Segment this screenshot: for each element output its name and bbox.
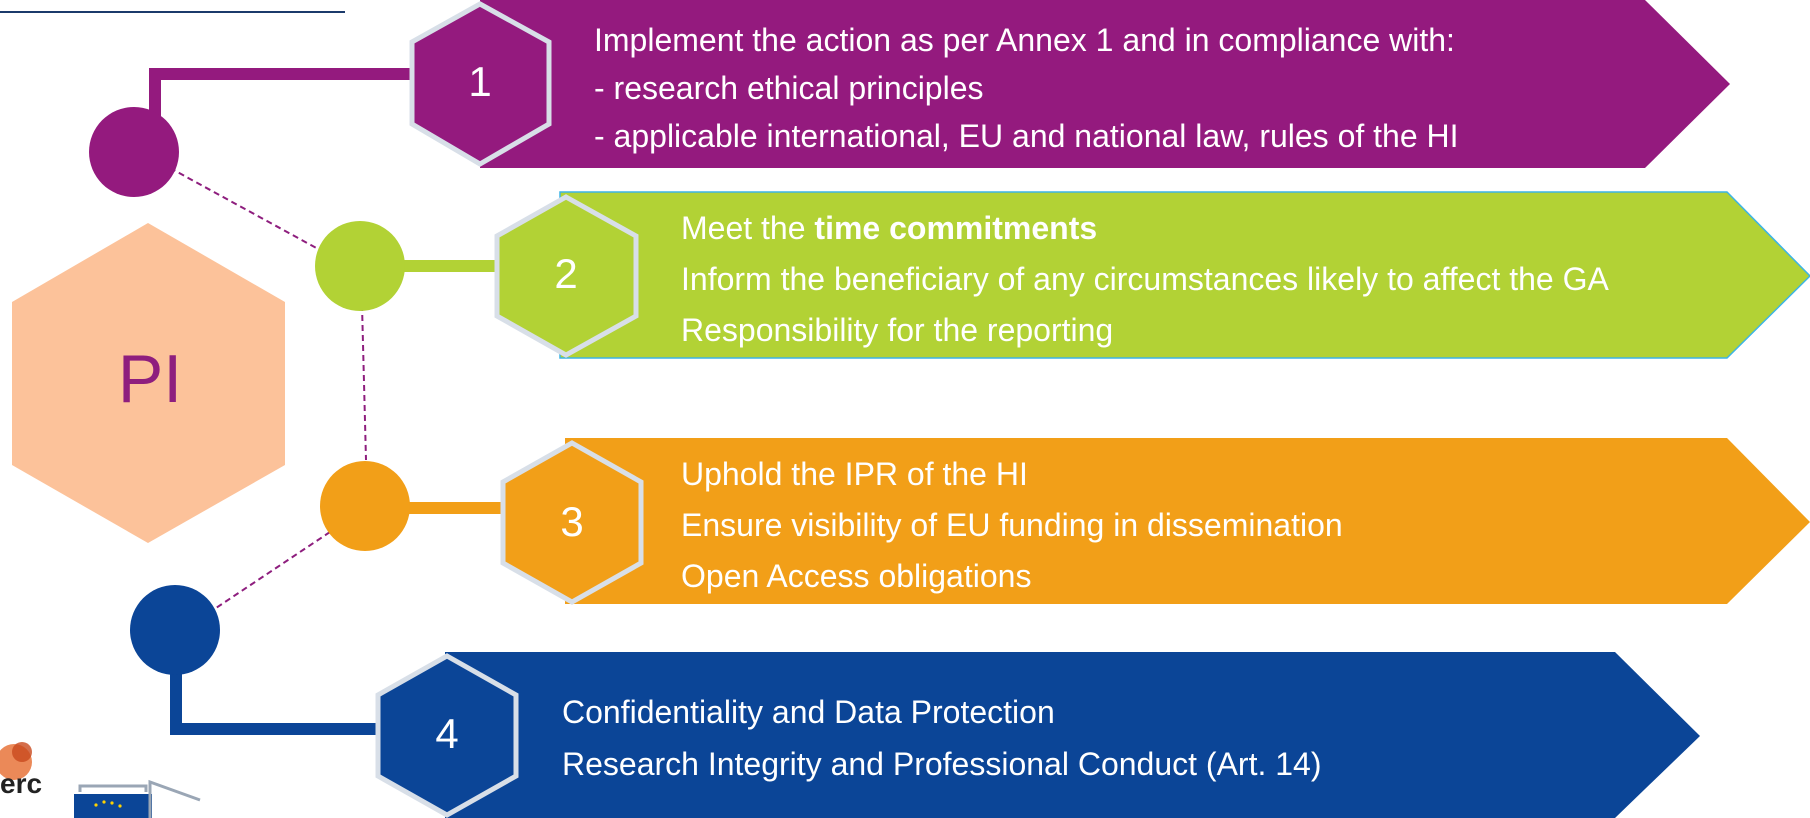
step-3-line-3: Open Access obligations	[681, 558, 1032, 594]
dashed-connector-2-3	[361, 304, 367, 461]
step-1-line-2: - research ethical principles	[594, 70, 984, 106]
step-3-circle	[320, 461, 410, 551]
step-2-line-1-prefix: Meet the	[681, 210, 815, 246]
step-1-arrow-band	[480, 0, 1730, 168]
step-4-arrow-band	[445, 652, 1700, 818]
step-2-hexagon	[494, 194, 639, 358]
dashed-connector-3-4	[209, 531, 331, 613]
step-2-line-2: Inform the beneficiary of any circumstan…	[681, 261, 1609, 297]
step-4-elbow-connector	[170, 670, 385, 735]
step-1-line-1: Implement the action as per Annex 1 and …	[594, 22, 1455, 58]
step-3-line-1: Uphold the IPR of the HI	[681, 456, 1028, 492]
european-commission-logo-icon	[74, 779, 201, 818]
step-1-line-3: - applicable international, EU and natio…	[594, 118, 1459, 154]
pi-label: PI	[117, 341, 183, 417]
step-1-number: 1	[468, 58, 492, 105]
pi-hexagon	[12, 223, 285, 543]
step-1-hexagon	[409, 1, 552, 167]
erc-logo-text: erc	[0, 768, 43, 799]
step-3-number: 3	[560, 498, 584, 545]
step-2-circle	[315, 221, 405, 311]
step-2-line-1-bold: time commitments	[814, 210, 1098, 246]
step-3-hexagon	[500, 440, 644, 605]
step-4-line-1: Confidentiality and Data Protection	[562, 694, 1055, 730]
step-3-line-2: Ensure visibility of EU funding in disse…	[681, 507, 1343, 543]
step-4-circle	[130, 585, 220, 675]
dashed-connector-1-2	[169, 167, 321, 251]
step-2-line-1: Meet the time commitments	[681, 204, 1097, 252]
step-2-line-3: Responsibility for the reporting	[681, 312, 1114, 348]
erc-logo-icon	[0, 742, 32, 780]
step-1-circle	[89, 107, 179, 197]
step-4-line-2: Research Integrity and Professional Cond…	[562, 746, 1322, 782]
step-2-number: 2	[554, 250, 578, 297]
step-4-number: 4	[435, 710, 459, 757]
step-3-arrow-band	[565, 438, 1810, 604]
step-4-hexagon	[375, 653, 519, 818]
step-1-elbow-connector	[149, 68, 420, 148]
